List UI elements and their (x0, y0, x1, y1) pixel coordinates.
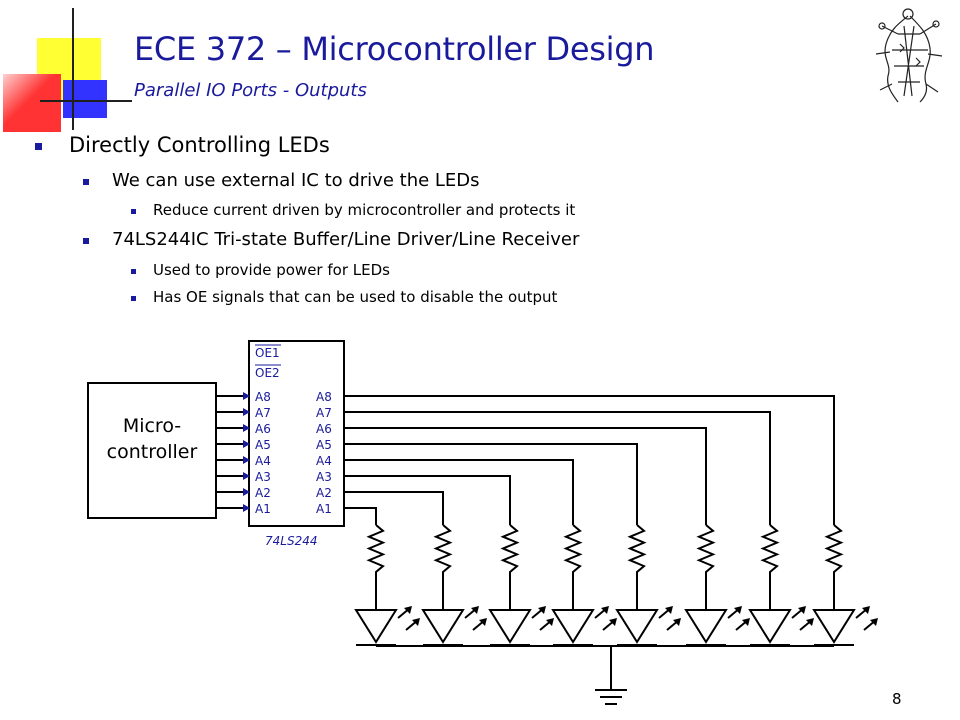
pin-label-in-a6: A6 (255, 422, 271, 436)
deco-red-block (3, 74, 61, 132)
pin-label-in-a1: A1 (255, 502, 271, 516)
light-emission-arrowhead (471, 606, 479, 614)
light-emission-arrowhead (609, 618, 617, 626)
input-arrowhead (243, 408, 250, 416)
bullet-text: We can use external IC to drive the LEDs (112, 170, 480, 191)
light-emission-arrowhead (806, 618, 814, 626)
led-diode (354, 609, 398, 644)
led-diode (684, 609, 728, 644)
led-diode (812, 609, 856, 644)
resistor (366, 524, 386, 610)
pin-label-out-a5: A5 (316, 438, 332, 452)
light-emission-arrowhead (742, 618, 750, 626)
light-emission-arrowhead (412, 618, 420, 626)
square-bullet-icon (131, 269, 136, 274)
light-emission-arrowhead (601, 606, 609, 614)
buffer-chip-74ls244 (248, 340, 345, 527)
microcontroller-label-line1: Micro- (123, 415, 181, 437)
output-wire (344, 507, 377, 525)
deco-horizontal-line (40, 100, 132, 102)
square-bullet-icon (131, 296, 136, 301)
page-number: 8 (892, 690, 902, 708)
microcontroller-label-line2: controller (107, 441, 198, 463)
light-emission-arrowhead (798, 606, 806, 614)
input-arrowhead (243, 392, 250, 400)
light-emission-arrowhead (538, 606, 546, 614)
pin-label-in-a3: A3 (255, 470, 271, 484)
chip-output-pin-labels: A8 A7 A6 A5 A4 A3 A2 A1 (316, 390, 332, 516)
light-emission-arrowhead (862, 606, 870, 614)
circuit-figure-logo-icon (875, 8, 943, 103)
square-bullet-icon (83, 238, 89, 244)
pin-label-out-a2: A2 (316, 486, 332, 500)
input-arrowhead (243, 488, 250, 496)
resistor (627, 524, 647, 610)
output-wire (344, 443, 638, 525)
pin-label-in-a2: A2 (255, 486, 271, 500)
pin-label-in-a8: A8 (255, 390, 271, 404)
bullet-text: Used to provide power for LEDs (153, 261, 390, 279)
resistor (760, 524, 780, 610)
light-emission-arrowhead (673, 618, 681, 626)
pin-label-oe1: OE1 (255, 346, 280, 360)
pin-label-oe2: OE2 (255, 366, 280, 380)
bullet-text: Reduce current driven by microcontroller… (153, 201, 576, 219)
light-emission-arrowhead (404, 606, 412, 614)
ground-symbol-icon (595, 646, 627, 705)
light-emission-arrowhead (665, 606, 673, 614)
square-bullet-icon (83, 179, 89, 185)
pin-label-in-a5: A5 (255, 438, 271, 452)
deco-vertical-line (72, 8, 74, 130)
led-diode (488, 609, 532, 644)
input-arrowhead (243, 504, 250, 512)
input-arrowhead (243, 440, 250, 448)
light-emission-arrowhead (479, 618, 487, 626)
slide-subtitle: Parallel IO Ports - Outputs (134, 80, 367, 101)
pin-label-in-a4: A4 (255, 454, 271, 468)
bullet-text: Directly Controlling LEDs (69, 133, 330, 157)
square-bullet-icon (35, 143, 42, 150)
deco-blue-block (63, 80, 107, 118)
input-arrowhead (243, 472, 250, 480)
led-diode (615, 609, 659, 644)
chip-input-pin-labels: A8 A7 A6 A5 A4 A3 A2 A1 (255, 390, 271, 516)
resistor (433, 524, 453, 610)
input-arrowhead (243, 456, 250, 464)
led-diode (421, 609, 465, 644)
slide-title: ECE 372 – Microcontroller Design (134, 30, 655, 68)
pin-label-out-a7: A7 (316, 406, 332, 420)
square-bullet-icon (131, 209, 136, 214)
output-wire (344, 427, 707, 525)
led-diode (748, 609, 792, 644)
output-wire (344, 475, 511, 525)
led-diode (551, 609, 595, 644)
pin-label-out-a3: A3 (316, 470, 332, 484)
resistor (500, 524, 520, 610)
light-emission-arrowhead (546, 618, 554, 626)
chip-name-label: 74LS244 (265, 534, 317, 548)
resistor (563, 524, 583, 610)
pin-label-out-a6: A6 (316, 422, 332, 436)
output-wire (344, 491, 444, 525)
circuit-wiring (216, 392, 878, 647)
microcontroller-block (87, 382, 217, 519)
output-wire (344, 411, 771, 525)
output-wire (344, 459, 574, 525)
bullet-text: 74LS244IC Tri-state Buffer/Line Driver/L… (112, 229, 580, 250)
light-emission-arrowhead (870, 618, 878, 626)
pin-label-out-a4: A4 (316, 454, 332, 468)
output-wire (344, 395, 835, 525)
light-emission-arrowhead (734, 606, 742, 614)
resistor (824, 524, 844, 610)
resistor (696, 524, 716, 610)
input-arrowhead (243, 424, 250, 432)
pin-label-out-a8: A8 (316, 390, 332, 404)
bullet-text: Has OE signals that can be used to disab… (153, 288, 558, 306)
pin-label-in-a7: A7 (255, 406, 271, 420)
pin-label-out-a1: A1 (316, 502, 332, 516)
